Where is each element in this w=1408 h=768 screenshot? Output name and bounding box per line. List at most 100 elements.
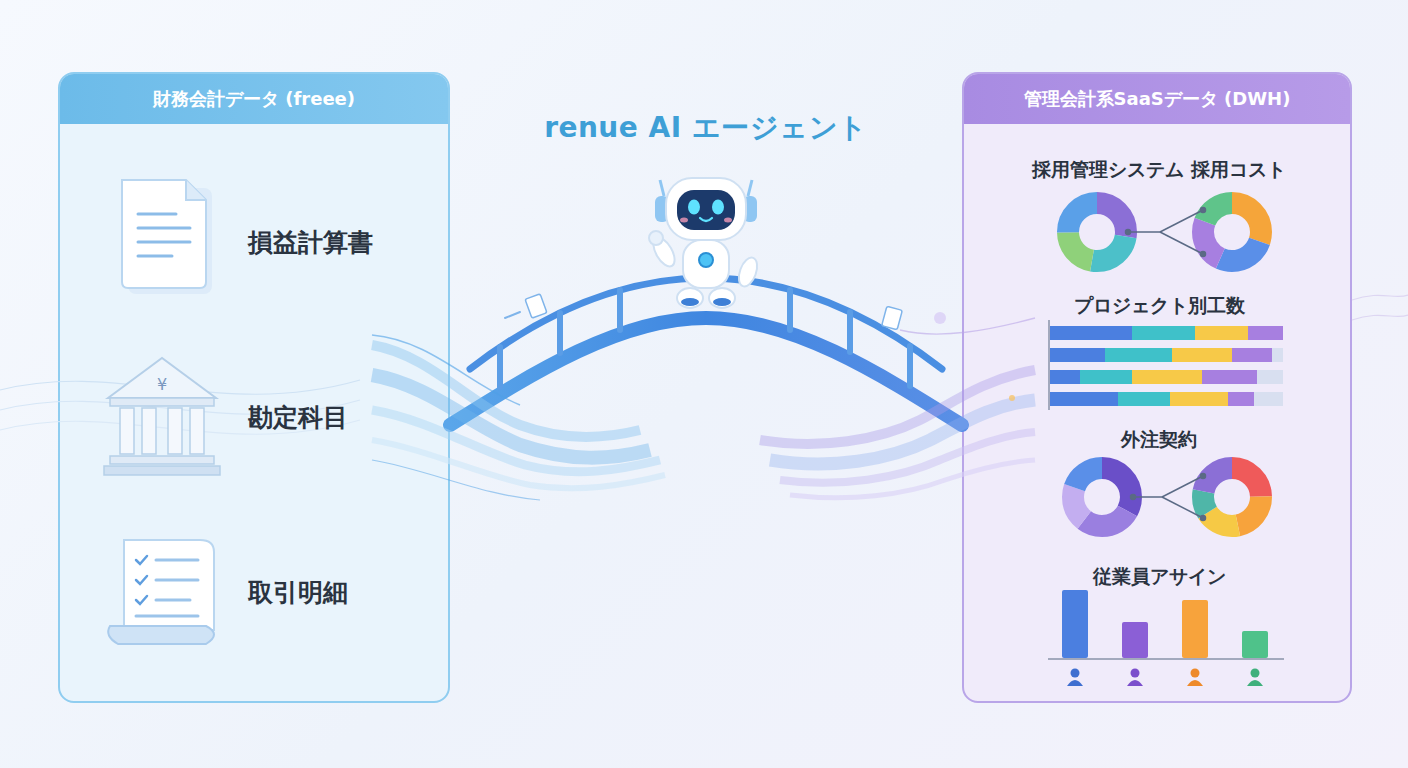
chart-link-part xyxy=(1126,230,1131,235)
stacked-bar-chart-part xyxy=(1228,392,1254,406)
robot-figure-part xyxy=(724,218,732,223)
robot-figure-part xyxy=(735,255,760,289)
stacked-bar-chart-part xyxy=(1050,392,1118,406)
robot-figure-part xyxy=(680,218,688,223)
item-text: 採用管理システム 採用コスト xyxy=(1032,157,1286,183)
chart-title: 従業員アサイン xyxy=(1093,564,1226,590)
person-icon-part xyxy=(1131,669,1140,678)
bridge-railing-part xyxy=(470,278,942,369)
item-label: 損益計算書 xyxy=(248,226,373,259)
receipt-icon-part xyxy=(156,599,190,602)
bar-chart-part xyxy=(1182,600,1208,658)
robot-figure-part xyxy=(712,200,724,215)
bridge-railing-part xyxy=(847,312,853,352)
document-icon-part xyxy=(138,213,176,216)
robot-figure-part xyxy=(677,288,703,308)
stacked-bar-chart-part xyxy=(1050,348,1105,362)
item-text: 外注契約 xyxy=(1121,427,1197,453)
stacked-bar-chart-part xyxy=(1118,392,1170,406)
receipt-icon-part xyxy=(156,579,198,582)
stacked-bar-chart-part xyxy=(1050,326,1132,340)
flying-documents-part xyxy=(1009,395,1015,401)
chart-link-part xyxy=(1201,516,1206,521)
receipt-icon-part xyxy=(156,559,198,562)
receipt-icon-part xyxy=(136,615,198,618)
receipt-icon-part xyxy=(124,540,214,630)
robot-figure-part xyxy=(677,190,735,230)
chart-link-part xyxy=(1133,496,1162,498)
stacked-bar-chart-part xyxy=(1232,348,1272,362)
stacked-bar-chart-part xyxy=(1105,348,1172,362)
receipt-icon-part xyxy=(136,596,147,604)
receipt-icon-part xyxy=(136,556,147,564)
bank-icon-part xyxy=(168,408,182,454)
bar-chart-part xyxy=(1122,622,1148,658)
robot-figure-part xyxy=(709,288,735,308)
document-icon-part xyxy=(138,241,190,244)
item-label: 取引明細 xyxy=(248,576,348,609)
stacked-bar-chart-part xyxy=(1248,326,1283,340)
receipt-icon-part xyxy=(136,576,147,584)
wave-lines-part xyxy=(1352,315,1408,320)
bridge-railing-part xyxy=(557,313,563,353)
chart-link-part xyxy=(1201,474,1206,479)
bank-icon-part xyxy=(120,408,134,454)
item-text: 損益計算書 xyxy=(248,226,373,259)
document-icon-part xyxy=(138,255,172,258)
flying-documents xyxy=(505,294,1015,401)
chart-link-part xyxy=(1201,208,1206,213)
bar-chart-part xyxy=(1062,590,1088,658)
chart-link-part xyxy=(1128,231,1160,233)
bank-icon-part xyxy=(110,398,214,406)
yen-sign: ¥ xyxy=(157,375,167,394)
wave-lines-part xyxy=(1352,295,1408,300)
person-icon-part xyxy=(1251,669,1260,678)
stacked-bar-chart-part xyxy=(1048,320,1050,410)
item-label: 勘定科目 xyxy=(248,401,348,434)
receipt-icon-part xyxy=(108,626,214,644)
robot-figure-part xyxy=(688,200,700,215)
target-panel: 管理会計系SaaSデータ (DWH) 採用管理システム 採用コストプロジェクト別工… xyxy=(962,72,1352,703)
robot-figure-part xyxy=(699,253,713,267)
bridge-railing-part xyxy=(500,290,910,387)
stacked-bar-chart-part xyxy=(1254,392,1283,406)
robot-figure-part xyxy=(748,180,752,196)
bridge-railing-part xyxy=(497,347,503,387)
robot-figure xyxy=(649,178,761,308)
bridge-railing xyxy=(470,278,942,387)
bridge-railing-part xyxy=(617,290,623,330)
bridge-railing-part xyxy=(907,346,913,386)
robot-figure-part xyxy=(649,231,663,245)
chart-title: プロジェクト別工数 xyxy=(1074,293,1245,319)
person-icon-part xyxy=(1191,669,1200,678)
bar-chart-part xyxy=(1242,631,1268,658)
document-icon-part xyxy=(138,214,190,256)
chart-title: 採用管理システム 採用コスト xyxy=(1032,157,1286,183)
robot-figure-part xyxy=(713,298,731,306)
stacked-bar-chart-part xyxy=(1195,326,1248,340)
stacked-bar-chart-part xyxy=(1132,326,1195,340)
person-icon-part xyxy=(1071,669,1080,678)
stacked-bar-chart-part xyxy=(1170,392,1228,406)
stacked-bar-chart-part xyxy=(1172,348,1232,362)
stacked-bar-chart-part xyxy=(1050,370,1080,384)
stacked-bar-chart-part xyxy=(1202,370,1257,384)
stacked-bar-chart-part xyxy=(1272,348,1283,362)
receipt-icon-part xyxy=(136,556,147,604)
diagram-title: renue AI エージェント xyxy=(544,109,868,147)
robot-figure-part xyxy=(700,218,712,221)
panel-header: 管理会計系SaaSデータ (DWH) xyxy=(964,74,1350,124)
chart-link-part xyxy=(1131,495,1136,500)
item-text: 取引明細 xyxy=(248,576,348,609)
item-text: 勘定科目 xyxy=(248,401,348,434)
robot-figure-part xyxy=(683,240,729,288)
robot-figure-part xyxy=(666,178,746,240)
document-icon-part xyxy=(138,227,190,230)
robot-figure-part xyxy=(681,298,699,306)
document-icon-part xyxy=(122,180,206,288)
item-text: プロジェクト別工数 xyxy=(1074,293,1245,319)
receipt-icon-part xyxy=(136,560,198,616)
chart-title: 外注契約 xyxy=(1121,427,1197,453)
stacked-bar-chart-part xyxy=(1132,370,1202,384)
source-panel: 財務会計データ (freee)損益計算書勘定科目取引明細 xyxy=(58,72,450,703)
